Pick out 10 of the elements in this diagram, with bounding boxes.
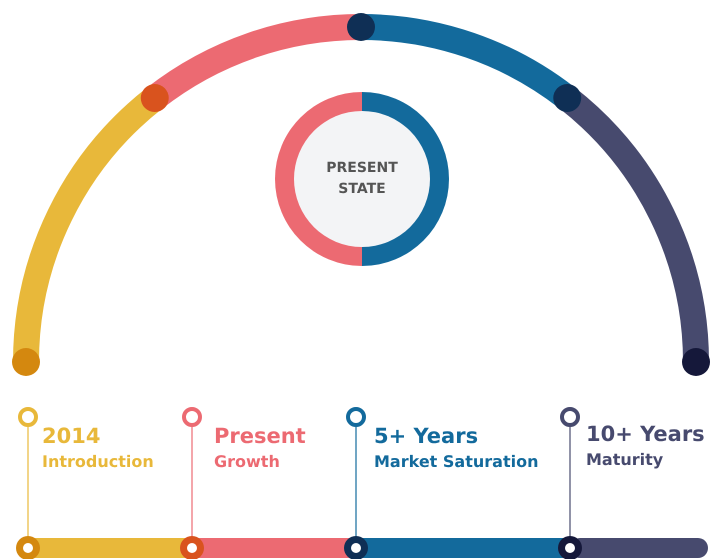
stage-year: 10+ Years (586, 421, 705, 448)
stage-year: 5+ Years (374, 423, 480, 450)
stage-year: 2014 (42, 423, 102, 450)
stage-name: Maturity (586, 449, 664, 471)
stage-name: Introduction (42, 451, 154, 473)
center-circle (275, 92, 449, 266)
stage-name: Market Saturation (374, 451, 538, 473)
stage-name: Growth (214, 451, 281, 473)
circle-label: PRESENT STATE (325, 159, 399, 199)
stage-year: Present (214, 423, 306, 450)
